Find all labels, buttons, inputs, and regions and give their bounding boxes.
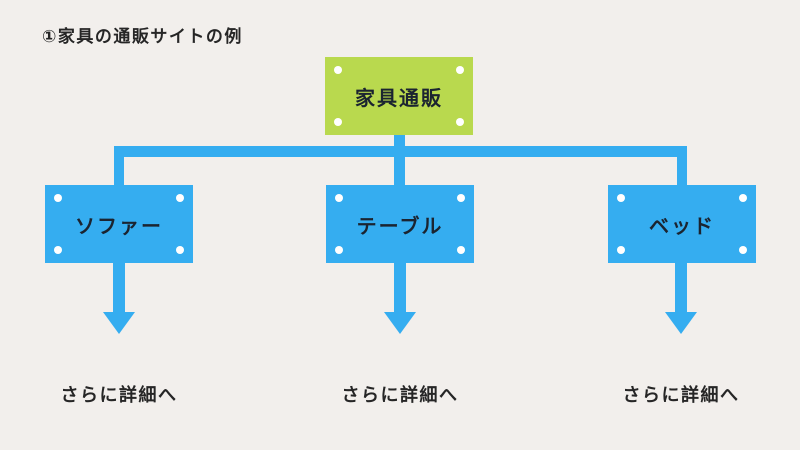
corner-dot — [176, 194, 184, 202]
corner-dot — [739, 194, 747, 202]
corner-dot — [739, 246, 747, 254]
child-node-label: ベッド — [649, 213, 715, 238]
corner-dot — [617, 194, 625, 202]
child-node-table: テーブル — [326, 185, 474, 263]
down-arrow-icon — [665, 312, 697, 334]
detail-label: さらに詳細へ — [622, 385, 740, 406]
root-node-label: 家具通販 — [355, 85, 443, 110]
corner-dot — [457, 246, 465, 254]
corner-dot — [617, 246, 625, 254]
connector-vertical-right — [677, 146, 687, 186]
corner-dot — [456, 66, 464, 74]
corner-dot — [456, 118, 464, 126]
corner-dot — [335, 246, 343, 254]
child-node-sofa: ソファー — [45, 185, 193, 263]
child-node-label: テーブル — [356, 213, 444, 238]
corner-dot — [335, 194, 343, 202]
diagram-title: ①家具の通販サイトの例 — [42, 27, 243, 47]
detail-label: さらに詳細へ — [341, 385, 459, 406]
detail-label: さらに詳細へ — [60, 385, 178, 406]
corner-dot — [54, 194, 62, 202]
corner-dot — [54, 246, 62, 254]
down-arrow-icon — [384, 312, 416, 334]
child-node-label: ソファー — [75, 213, 163, 238]
down-arrow-shaft — [113, 263, 125, 314]
connector-vertical-left — [114, 146, 124, 186]
root-node-furniture-shop: 家具通販 — [325, 57, 473, 135]
corner-dot — [334, 66, 342, 74]
down-arrow-icon — [103, 312, 135, 334]
down-arrow-shaft — [675, 263, 687, 314]
down-arrow-shaft — [394, 263, 406, 314]
child-node-bed: ベッド — [608, 185, 756, 263]
connector-vertical-center — [394, 134, 405, 186]
corner-dot — [176, 246, 184, 254]
corner-dot — [457, 194, 465, 202]
corner-dot — [334, 118, 342, 126]
